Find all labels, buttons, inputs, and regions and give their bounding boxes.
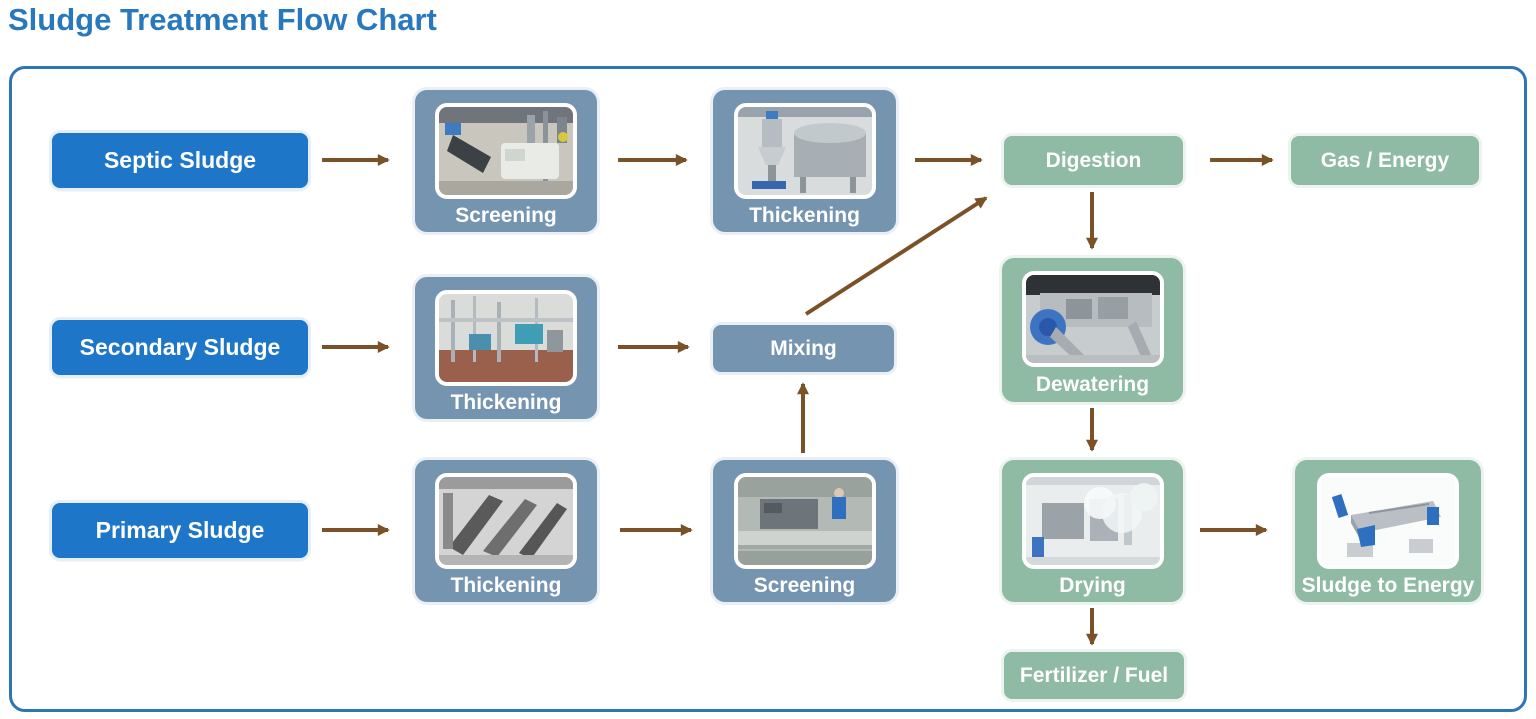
thickening-tank-image [737,107,872,195]
node-drying: Drying [1002,460,1183,602]
node-label: Primary Sludge [95,517,265,543]
thickening-photo [435,473,577,569]
node-thickening-bottom: Thickening [415,460,597,602]
node-label: Sludge to Energy [1301,574,1475,597]
sludge-to-energy-machine-image [1321,477,1455,565]
node-fertilizer-fuel: Fertilizer / Fuel [1004,652,1184,699]
node-digestion: Digestion [1004,136,1183,185]
node-label: Septic Sludge [103,147,257,173]
page-title: Sludge Treatment Flow Chart [8,2,437,37]
dewatering-photo [1021,271,1164,367]
node-label: Dewatering [1035,373,1150,396]
node-label: Thickening [450,391,562,414]
drying-hall-image [1025,477,1160,565]
node-septic-sludge: Septic Sludge [52,133,308,188]
node-secondary-sludge: Secondary Sludge [52,320,308,375]
sludge-to-energy-photo [1317,473,1459,569]
node-label: Thickening [450,574,562,597]
node-dewatering: Dewatering [1002,258,1183,402]
thickening-machinery-image [439,477,573,565]
node-label: Screening [753,574,856,597]
dewatering-press-image [1025,275,1160,363]
thickening-plant-image [439,294,573,382]
node-label: Fertilizer / Fuel [1019,663,1169,687]
node-label: Screening [455,204,557,227]
node-primary-sludge: Primary Sludge [52,503,308,558]
node-label: Drying [1059,574,1126,597]
node-label: Mixing [770,336,837,360]
thickening-photo [733,103,876,199]
node-mixing: Mixing [713,325,894,372]
node-sludge-to-energy: Sludge to Energy [1295,460,1481,602]
node-label: Digestion [1045,148,1142,172]
node-screening-bottom: Screening [713,460,896,602]
node-label: Gas / Energy [1320,148,1450,172]
drying-photo [1021,473,1164,569]
screening-photo [733,473,876,569]
screening-photo [435,103,577,199]
node-gas-energy: Gas / Energy [1291,136,1479,185]
thickening-photo [435,290,577,386]
node-thickening-top: Thickening [713,90,896,232]
node-screening-top: Screening [415,90,597,232]
node-label: Secondary Sludge [79,334,281,360]
screening-machine-image [439,107,573,195]
screening-conveyor-image [737,477,872,565]
node-label: Thickening [749,204,860,227]
node-thickening-middle: Thickening [415,277,597,419]
